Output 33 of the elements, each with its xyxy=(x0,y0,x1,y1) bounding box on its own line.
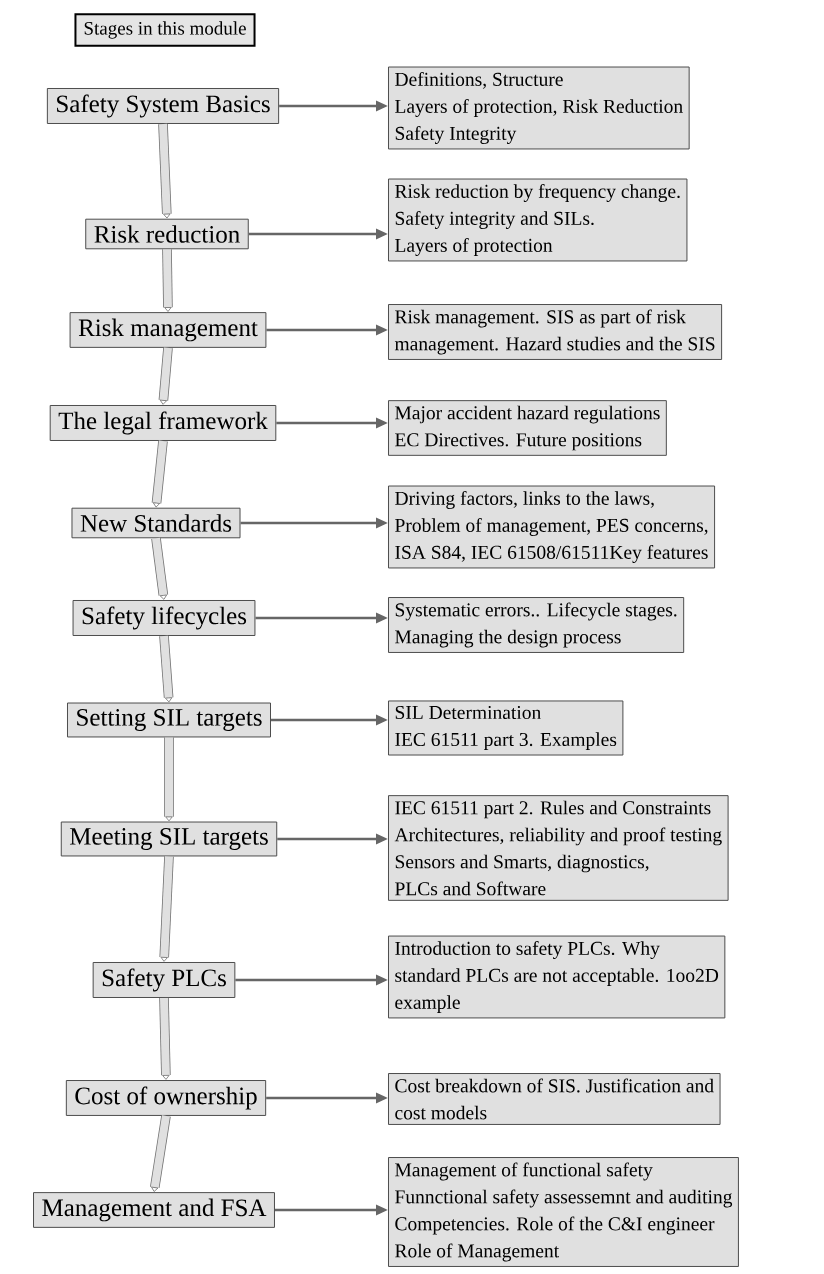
description-box: Cost breakdown of SIS. Justification and cost models xyxy=(388,1073,721,1125)
description-box: SIL Determination IEC 61511 part 3. Examples xyxy=(388,700,624,756)
stage-box: Meeting SIL targets xyxy=(60,821,278,857)
description-box: Driving factors, links to the laws, Problem of management, PES concerns, ISA S84, IEC 61508/61511Key features xyxy=(388,485,716,569)
description-box: Risk reduction by frequency change. Safety integrity and SILs. Layers of protection xyxy=(388,178,688,262)
description-box: Management of functional safety Funnctional safety assessemnt and auditing Competencies. Role of the C&I engineer Role of Management xyxy=(388,1157,739,1267)
description-box: Risk management. SIS as part of risk management. Hazard studies and the SIS xyxy=(388,304,723,360)
hollow-arrow xyxy=(151,440,168,508)
hollow-arrow xyxy=(164,737,174,822)
stage-box: Risk management xyxy=(69,312,267,348)
stage-box: Risk reduction xyxy=(85,218,249,250)
stage-box: Setting SIL targets xyxy=(67,702,271,738)
hollow-arrow xyxy=(158,123,172,219)
hollow-arrow xyxy=(162,249,173,312)
hollow-arrow xyxy=(159,856,174,962)
title-box: Stages in this module xyxy=(74,13,256,47)
description-box: Systematic errors.. Lifecycle stages. Managing the design process xyxy=(388,597,685,653)
description-box: Introduction to safety PLCs. Why standard PLCs are not acceptable. 1oo2D example xyxy=(388,935,726,1019)
description-box: Definitions, Structure Layers of protection, Risk Reduction Safety Integrity xyxy=(388,66,690,150)
stage-box: Management and FSA xyxy=(33,1192,275,1228)
description-box: IEC 61511 part 2. Rules and Constraints Architectures, reliability and proof testing Sensors and Smarts, diagnostics, PLCs and Software xyxy=(388,795,729,901)
hollow-arrow xyxy=(151,537,169,600)
hollow-arrow xyxy=(150,1115,171,1192)
stage-box: The legal framework xyxy=(49,405,277,441)
hollow-arrow xyxy=(159,635,174,703)
stage-box: Safety System Basics xyxy=(46,88,280,124)
hollow-arrow xyxy=(158,347,173,405)
stage-box: Cost of ownership xyxy=(65,1080,267,1116)
description-box: Major accident hazard regulations EC Directives. Future positions xyxy=(388,400,667,456)
stage-box: Safety lifecycles xyxy=(72,600,256,636)
stage-box: Safety PLCs xyxy=(92,962,236,998)
stage-box: New Standards xyxy=(71,507,241,539)
hollow-arrow xyxy=(159,997,171,1080)
